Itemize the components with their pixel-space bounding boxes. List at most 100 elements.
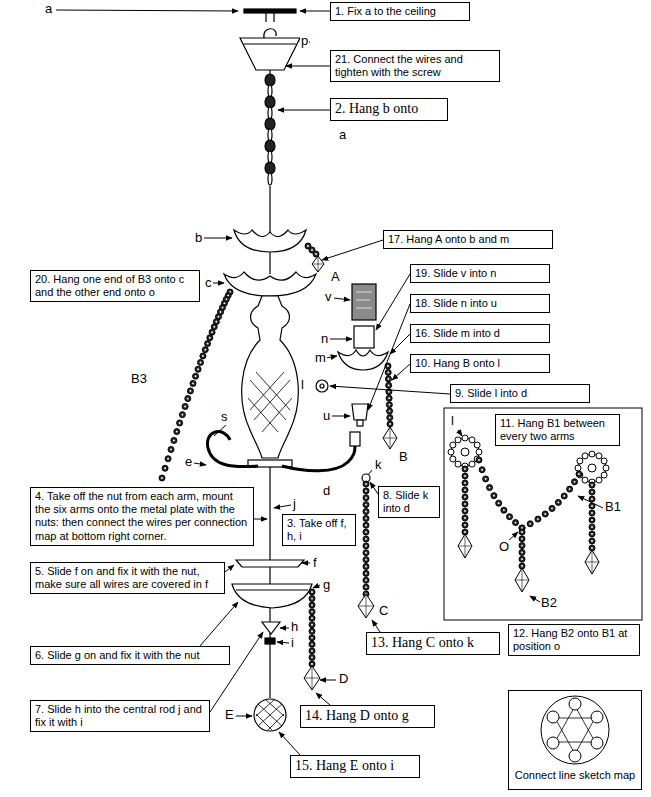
bead-chains-part [513,520,519,526]
bead-chains-part [469,437,475,443]
map-caption-box: Connect line sketch map [508,690,642,790]
bead-chains-part [450,442,456,448]
bead-chains-part [363,495,369,501]
step-text: Connect line sketch map [513,769,637,782]
bead-chains-part [588,464,596,472]
step-text: 1. Fix a to the ceiling [335,5,465,18]
hanging-chain-part [268,85,272,97]
bead-chains-part [389,417,391,419]
step-callout: 1. Fix a to the ceiling [330,2,470,21]
part-letter: c [204,276,213,290]
leader-lines-part [286,66,330,67]
bead-chains-part [309,654,315,660]
leader-lines-part [316,693,330,705]
bead-chains-part [464,524,466,526]
chandelier-body-part [266,13,274,22]
bead-chains-part [464,503,466,505]
bead-chains-part [576,471,582,477]
bead-chains-part [572,479,578,485]
chandelier-body-part [357,420,363,426]
bead-chains-part [363,536,369,542]
bead-chains-part [549,505,555,511]
part-letter: B1 [604,500,622,514]
bead-chains-part [358,594,374,618]
connection-sketch-part [547,737,559,749]
bead-chains-part [577,458,583,464]
bead-chains-part [551,508,553,510]
leader-lines-part [278,110,330,111]
bead-chains-part [489,487,491,489]
part-letter: A [330,270,341,284]
bead-chains-part [589,531,595,537]
bead-chains-part [469,461,475,467]
bead-chains-part [537,518,539,520]
bead-chains-part [589,451,595,457]
bead-chains-part [365,572,367,574]
step-text: 11. Hang B1 between every two arms [500,417,615,443]
bead-chains-part [365,545,367,547]
leader-lines-part [332,416,350,417]
bead-chains-part [309,622,315,628]
leader-lines-part [313,585,320,588]
part-letter: E [224,708,235,722]
bead-chains-part [190,380,196,386]
bead-chains-part [207,343,209,345]
bead-chains-part [387,372,389,374]
bead-chains-part [521,545,523,547]
bead-chains-part [363,543,369,549]
leader-lines-part [302,563,310,564]
bead-chains-part [311,617,313,619]
bead-chains-part [591,505,593,507]
hanging-chain-part [265,118,275,130]
bead-chains-part [315,253,317,255]
leader-lines-part [376,274,410,330]
bead-chains-part [478,459,480,461]
part-letter: s [220,410,229,424]
bead-chains-part [591,547,593,549]
bead-chains-part [529,523,531,525]
bead-chains-part [309,628,315,634]
bead-chains-part [574,481,576,483]
step-callout: 11. Hang B1 between every two arms [495,414,620,446]
part-letter: u [322,409,331,423]
bead-chains-part [192,383,194,385]
chandelier-body-part [269,186,270,234]
bead-chains-part [388,397,390,399]
bead-chains-part [193,373,199,379]
bead-chains-part [591,526,593,528]
bead-chains-part [462,515,468,521]
step-text: 3. Take off f, h, i [287,517,351,543]
bead-chains-part [311,598,313,600]
bead-chains-part [591,484,593,486]
chandelier-body-part [269,467,270,638]
bead-chains-part [311,650,313,652]
bead-chains-part [458,534,472,558]
bead-chains-part [161,477,163,479]
bead-chains-part [389,423,391,425]
bead-chains-part [589,489,595,495]
leader-lines-part [334,298,350,300]
chandelier-body-part [248,372,292,432]
bead-chains-part [509,516,511,518]
bead-chains-part [363,502,369,508]
bead-chains-part [389,410,391,412]
bead-chains-part [496,500,502,506]
bead-chains-part [215,321,217,323]
bead-chains-part [363,570,369,576]
bead-chains-part [521,558,523,560]
leader-lines-part [254,519,267,520]
bead-chains-part [491,493,497,499]
bead-chains-part [455,437,461,443]
bead-chains-part [387,408,393,414]
bead-chains-part [358,594,374,618]
bead-chains-part [309,615,315,621]
bead-chains-part [515,568,529,592]
bead-chains-part [164,467,166,469]
leader-lines-part [330,339,352,340]
step-text: 7. Slide h into the central rod j and fi… [35,703,205,729]
bead-chains-part [190,390,192,392]
bead-chains-part [557,502,559,504]
bead-chains-part [527,521,533,527]
bead-chains-part [309,635,315,641]
